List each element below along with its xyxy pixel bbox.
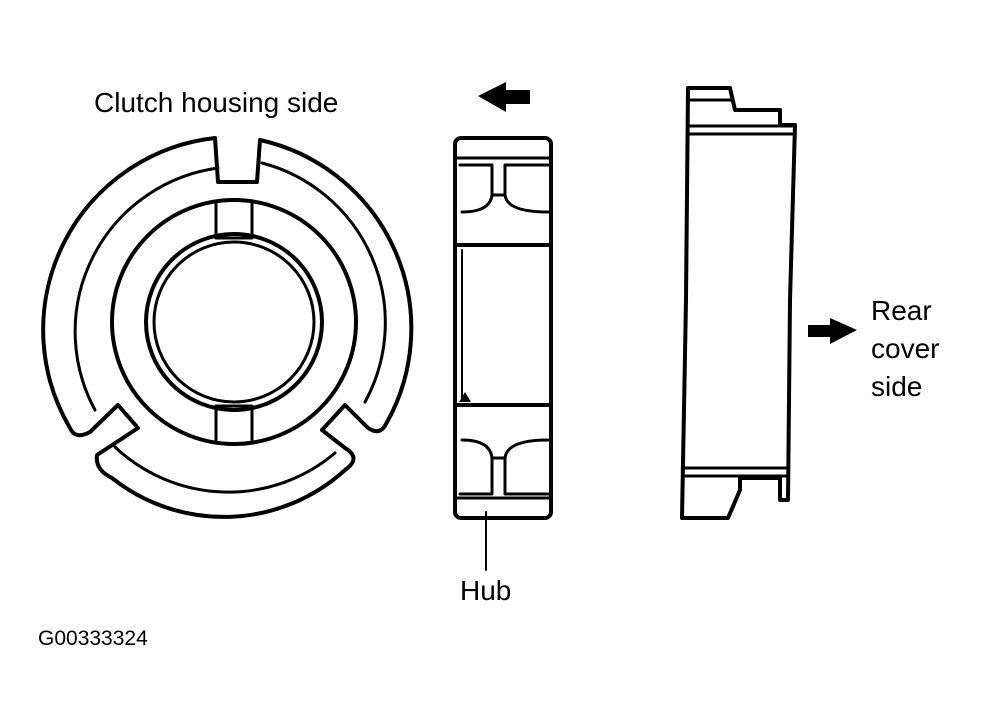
hub-bore xyxy=(152,240,316,404)
drum-side-view xyxy=(680,86,797,520)
triangle-marker-icon xyxy=(459,392,471,402)
hub-bottom-key xyxy=(214,404,254,442)
hub-front-view xyxy=(41,136,414,519)
rear-cover-line-2: cover xyxy=(871,333,940,364)
figure-code: G00333324 xyxy=(38,627,148,650)
outer-ring-inner-line xyxy=(73,161,387,494)
hub-boss-outer xyxy=(110,198,358,446)
hub-top-key xyxy=(214,202,254,240)
outer-ring-outline xyxy=(41,136,414,519)
hub-boss-inner xyxy=(144,232,324,412)
rear-cover-line-3: side xyxy=(871,371,923,402)
clutch-housing-side-label: Clutch housing side xyxy=(94,87,339,118)
arrow-right-icon xyxy=(808,318,857,344)
hub-side-view xyxy=(453,136,553,571)
arrow-left-icon xyxy=(478,82,530,112)
rear-cover-side-label: Rear cover side xyxy=(871,292,939,406)
hub-label: Hub xyxy=(460,575,512,606)
drum-side-outline xyxy=(680,86,797,520)
rear-cover-line-1: Rear xyxy=(871,295,932,326)
hub-side-outline xyxy=(453,136,553,520)
